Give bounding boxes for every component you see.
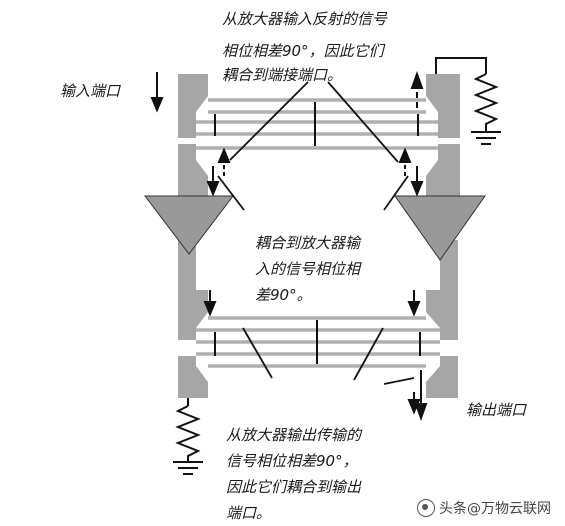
input-port-text: 输入端口 — [60, 82, 121, 100]
middle-annotation-line3: 差90°。 — [255, 286, 312, 304]
bottom-annotation-line2: 信号相位相差90°， — [226, 452, 358, 470]
left-rail — [178, 74, 208, 398]
middle-annotation-line1: 耦合到放大器输 — [255, 234, 361, 252]
input-port-label: 输入端口 — [60, 78, 120, 104]
bottom-annotation-line3: 因此它们耦合到输出 — [226, 478, 362, 496]
bottom-resistor — [173, 398, 203, 475]
right-amplifier — [394, 195, 486, 261]
left-amplifier — [143, 195, 235, 255]
bottom-annotation-line4: 端口。 — [226, 504, 272, 522]
top-annotation-line1: 从放大器输入反射的信号 — [222, 10, 388, 28]
middle-annotation: 耦合到放大器输 入的信号相位相 差90°。 — [255, 230, 360, 308]
output-port-label: 输出端口 — [466, 397, 526, 423]
top-coupler — [196, 98, 438, 150]
top-coupler-bonds — [214, 102, 419, 146]
top-annotation-line3: 耦合到端接端口。 — [222, 66, 343, 84]
termination-resistor — [435, 57, 501, 145]
top-annotation-line2: 相位相差90°，因此它们 — [222, 42, 384, 60]
leader-lines — [217, 81, 415, 385]
top-annotation: 从放大器输入反射的信号 相位相差90°，因此它们 耦合到端接端口。 — [222, 6, 387, 88]
watermark-text: 头条@万物云联网 — [439, 501, 551, 517]
signal-arrows — [150, 71, 428, 421]
middle-annotation-line2: 入的信号相位相 — [255, 260, 361, 278]
bottom-annotation-line1: 从放大器输出传输的 — [226, 426, 362, 444]
bottom-annotation: 从放大器输出传输的 信号相位相差90°， 因此它们耦合到输出 端口。 — [226, 422, 361, 526]
output-port-text: 输出端口 — [466, 401, 527, 419]
bottom-coupler-bonds — [214, 320, 421, 364]
watermark-logo-icon — [417, 499, 435, 517]
watermark: 头条@万物云联网 — [417, 498, 551, 518]
